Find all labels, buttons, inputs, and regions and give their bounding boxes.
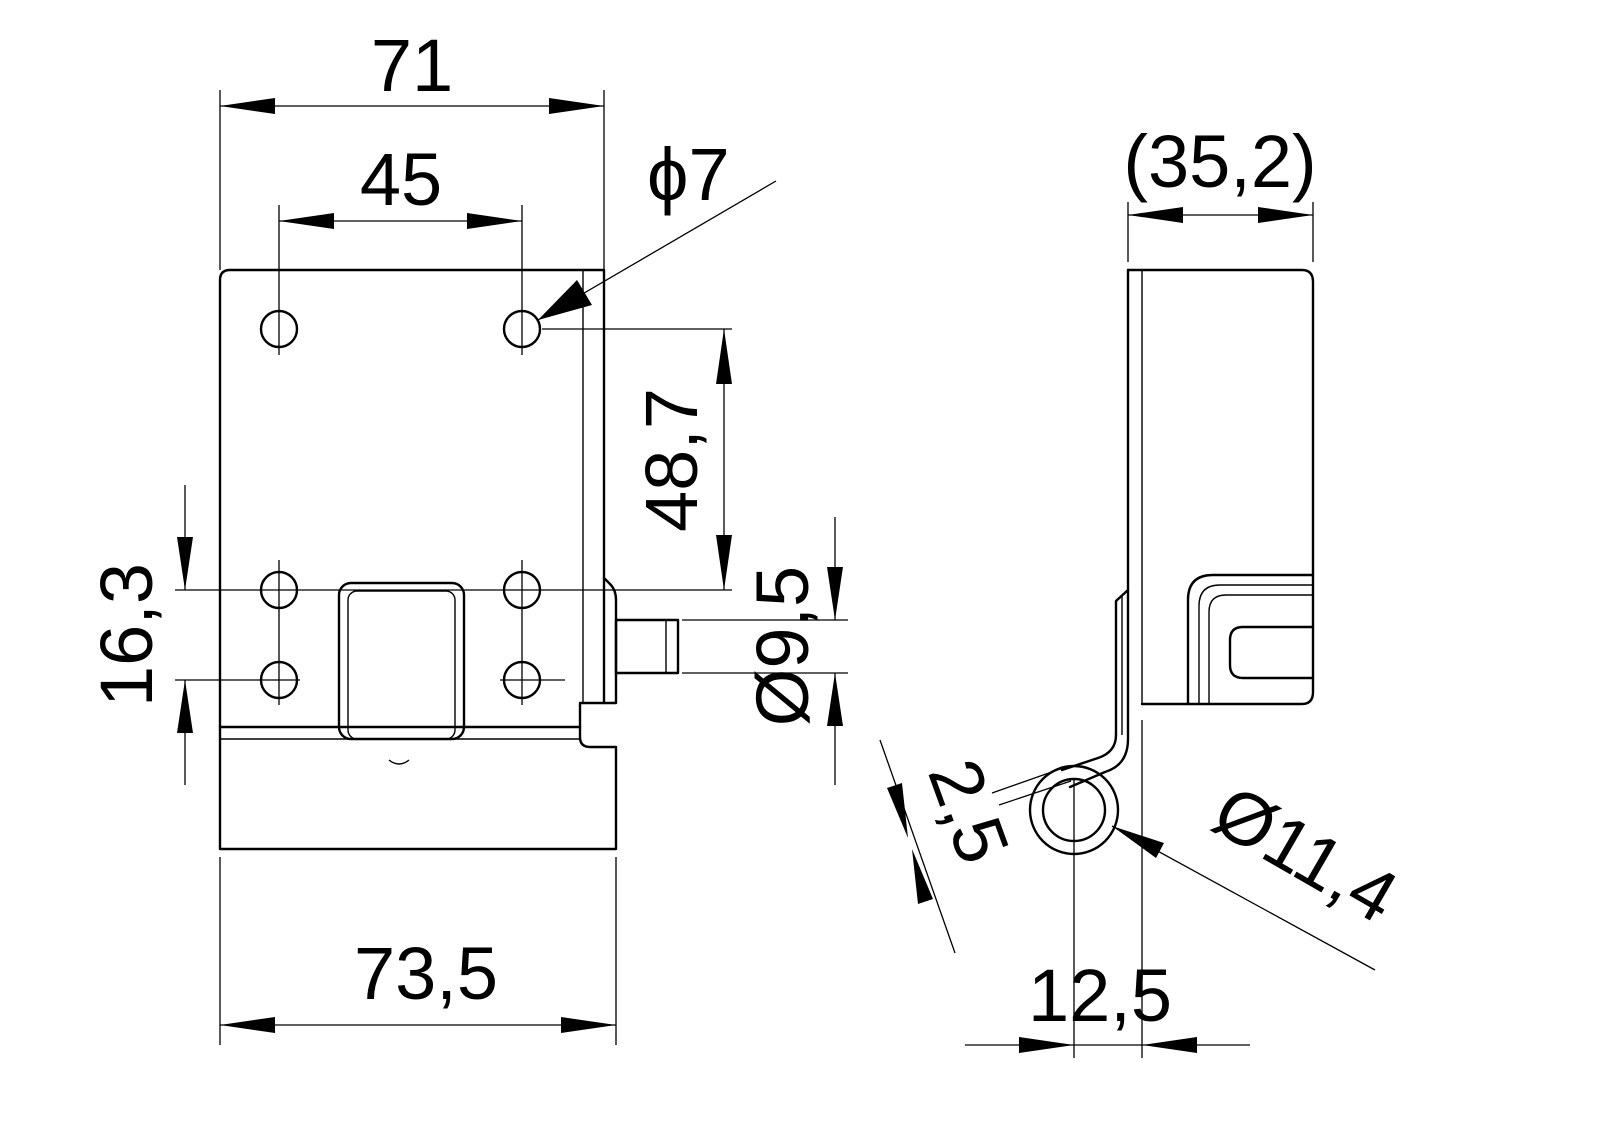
dim-label-d11-4: Ø11,4 [1200, 769, 1411, 939]
dim-knuckle-diameter: Ø11,4 [1111, 769, 1411, 971]
knuckle-strip-inner [1060, 733, 1118, 772]
side-flange [1114, 588, 1130, 737]
dim-lower-spacing: 16,3 [85, 485, 193, 785]
side-body-outline [1126, 268, 1315, 706]
pocket-inner-2 [1208, 594, 1313, 704]
dim-label-45: 45 [360, 138, 442, 221]
dim-overall-depth: (35,2) [1123, 120, 1317, 223]
dim-hole-diameter: ϕ7 [537, 133, 777, 321]
knuckle-strip [1068, 702, 1130, 789]
pocket-outline [1186, 573, 1315, 706]
dim-base-width: 73,5 [220, 932, 616, 1033]
dim-label-2-5: 2,5 [912, 749, 1025, 874]
base-block [218, 725, 618, 851]
pin-body [614, 618, 680, 675]
dim-label-16-3: 16,3 [85, 563, 168, 707]
dim-overall-width: 71 [220, 24, 604, 114]
side-flange [602, 576, 618, 705]
side-view: (35,2) 2,5 Ø11,4 12,5 [879, 120, 1411, 1058]
dim-label-12-5: 12,5 [1028, 954, 1172, 1037]
pocket-inner [1198, 584, 1313, 704]
dim-label-d9-5: Ø9,5 [741, 566, 824, 726]
dim-hole-spacing: 45 [279, 138, 522, 229]
dim-knuckle-offset: 12,5 [965, 954, 1250, 1053]
dim-vertical-spacing: 48,7 [630, 329, 732, 590]
center-tab-inner [347, 590, 456, 740]
dim-sheet-thickness: 2,5 [879, 739, 1026, 954]
front-view: 71 45 ϕ7 48,7 16,3 [85, 24, 848, 1045]
pin-end [1228, 625, 1315, 680]
dim-label-48-7: 48,7 [630, 388, 713, 532]
dim-label-73-5: 73,5 [354, 932, 498, 1015]
dim-label-35-2: (35,2) [1123, 120, 1316, 203]
center-tab-outer [337, 581, 466, 741]
dim-label-phi7: ϕ7 [647, 133, 730, 216]
base-notch [388, 759, 410, 765]
dim-pin-diameter: Ø9,5 [741, 517, 843, 785]
mounting-holes [259, 309, 542, 700]
dim-label-71: 71 [371, 24, 453, 107]
back-plate-outline [218, 268, 606, 729]
